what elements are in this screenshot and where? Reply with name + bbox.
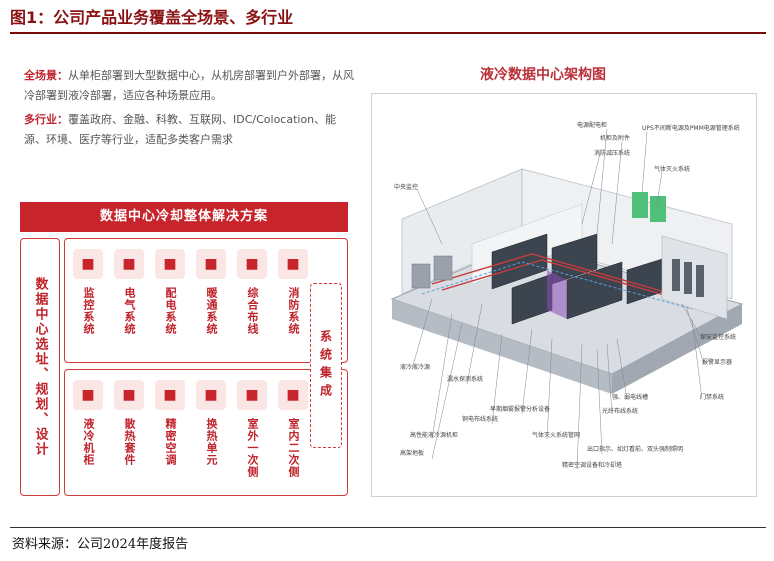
figure-header: 图1：公司产品业务覆盖全场景、多行业 bbox=[10, 6, 766, 34]
system-icon-tile: ■ bbox=[237, 249, 267, 279]
system-item: ■ 暖通系统 bbox=[196, 249, 226, 335]
system-item: ■ 散热套件 bbox=[114, 380, 144, 478]
system-icon-tile: ■ bbox=[237, 380, 267, 410]
side-title: 数据中心选址、规划、设计 bbox=[32, 277, 48, 457]
architecture-callout: 早期烟雾报警分析设备 bbox=[490, 406, 551, 413]
system-item: ■ 液冷机柜 bbox=[73, 380, 103, 478]
bottom-systems-panel: ■ 液冷机柜 ■ 散热套件 ■ 精密空调 ■ 换热单元 ■ 室外一次侧 ■ 室内二次侧 bbox=[64, 369, 348, 496]
architecture-callout: 高性能液冷源机柜 bbox=[410, 432, 459, 439]
system-item-label: 散热套件 bbox=[123, 418, 136, 466]
heat-exchange-icon: ■ bbox=[204, 387, 218, 403]
architecture-callout: UPS不间断电源及PMM电源管理系统 bbox=[642, 125, 740, 132]
system-item: ■ 室内二次侧 bbox=[278, 380, 308, 478]
distribution-icon: ■ bbox=[163, 256, 177, 272]
system-item-label: 综合布线 bbox=[246, 287, 259, 335]
scenario-label: 全场景： bbox=[24, 69, 68, 82]
architecture-callout: 精密空调设备和冷却塔 bbox=[562, 462, 623, 469]
system-item-label: 配电系统 bbox=[164, 287, 177, 335]
system-integration-box: 系统集成 bbox=[310, 283, 342, 448]
system-item-label: 监控系统 bbox=[82, 287, 95, 335]
system-item-label: 室内二次侧 bbox=[287, 418, 300, 478]
outdoor-unit-icon: ■ bbox=[245, 387, 259, 403]
architecture-callout: 气体灭火系统 bbox=[654, 166, 691, 173]
architecture-callout: 液冷液冷源 bbox=[400, 364, 431, 371]
industry-paragraph: 多行业：覆盖政府、金融、科教、互联网、IDC/Colocation、能源、环境、… bbox=[24, 110, 354, 150]
architecture-callout: 高架地板 bbox=[400, 450, 425, 457]
system-item: ■ 电气系统 bbox=[114, 249, 144, 335]
architecture-callout: 门禁系统 bbox=[700, 394, 725, 401]
system-item-label: 换热单元 bbox=[205, 418, 218, 466]
system-icon-tile: ■ bbox=[278, 249, 308, 279]
top-items-row: ■ 监控系统 ■ 电气系统 ■ 配电系统 ■ 暖通系统 ■ 综合布线 ■ 消防系统 bbox=[73, 249, 308, 335]
architecture-title: 液冷数据中心架构图 bbox=[480, 67, 606, 83]
industry-text: 覆盖政府、金融、科教、互联网、IDC/Colocation、能源、环境、医疗等行… bbox=[24, 113, 337, 146]
industry-label: 多行业： bbox=[24, 113, 68, 126]
system-item-label: 室外一次侧 bbox=[246, 418, 259, 478]
scenario-text: 从单柜部署到大型数据中心，从机房部署到户外部署，从风冷部署到液冷部署，适应各种场… bbox=[24, 69, 354, 102]
bottom-items-row: ■ 液冷机柜 ■ 散热套件 ■ 精密空调 ■ 换热单元 ■ 室外一次侧 ■ 室内二次侧 bbox=[73, 380, 308, 478]
fan-kit-icon: ■ bbox=[122, 387, 136, 403]
ac-icon: ■ bbox=[163, 387, 177, 403]
system-item: ■ 监控系统 bbox=[73, 249, 103, 335]
description-block: 全场景：从单柜部署到大型数据中心，从机房部署到户外部署，从风冷部署到液冷部署，适… bbox=[24, 66, 354, 154]
architecture-callout: 强、弱电线槽 bbox=[612, 394, 649, 401]
solution-banner: 数据中心冷却整体解决方案 bbox=[20, 202, 348, 232]
architecture-callout: 漏水探测系统 bbox=[447, 376, 484, 383]
system-item: ■ 配电系统 bbox=[155, 249, 185, 335]
system-item-label: 电气系统 bbox=[123, 287, 136, 335]
architecture-callout: 光纤布线系统 bbox=[602, 408, 639, 415]
system-item: ■ 换热单元 bbox=[196, 380, 226, 478]
system-icon-tile: ■ bbox=[155, 249, 185, 279]
architecture-callout: 报警显示器 bbox=[702, 359, 733, 366]
scenario-paragraph: 全场景：从单柜部署到大型数据中心，从机房部署到户外部署，从风冷部署到液冷部署，适… bbox=[24, 66, 354, 106]
system-item: ■ 消防系统 bbox=[278, 249, 308, 335]
architecture-callout: 电源配电柜 bbox=[577, 122, 608, 129]
electric-cabinet-icon: ■ bbox=[122, 256, 136, 272]
system-item-label: 暖通系统 bbox=[205, 287, 218, 335]
system-icon-tile: ■ bbox=[73, 249, 103, 279]
system-item-label: 精密空调 bbox=[164, 418, 177, 466]
top-systems-panel: ■ 监控系统 ■ 电气系统 ■ 配电系统 ■ 暖通系统 ■ 综合布线 ■ 消防系统 bbox=[64, 238, 348, 363]
architecture-callout: 铜电布线系统 bbox=[462, 416, 499, 423]
system-icon-tile: ■ bbox=[114, 249, 144, 279]
system-icon-tile: ■ bbox=[73, 380, 103, 410]
figure-title: 图1：公司产品业务覆盖全场景、多行业 bbox=[10, 8, 294, 27]
system-icon-tile: ■ bbox=[155, 380, 185, 410]
rack-icon: ■ bbox=[81, 387, 95, 403]
system-item-label: 消防系统 bbox=[287, 287, 300, 335]
system-item: ■ 室外一次侧 bbox=[237, 380, 267, 478]
indoor-unit-icon: ■ bbox=[286, 387, 300, 403]
system-item: ■ 综合布线 bbox=[237, 249, 267, 335]
hvac-icon: ■ bbox=[204, 256, 218, 272]
cabling-icon: ■ bbox=[245, 256, 259, 272]
architecture-callout: 中央监控 bbox=[394, 184, 419, 191]
datacenter-illustration bbox=[390, 128, 744, 470]
architecture-callout: 气体灭火系统管网 bbox=[532, 432, 581, 439]
architecture-callout: 出口指示、如灯看前、双头强制照明 bbox=[587, 446, 684, 453]
architecture-diagram: 电源配电柜机柜及附件 UPS不间断电源及PMM电源管理系统消防减压系统气体灭火系统… bbox=[371, 93, 757, 497]
camera-icon: ■ bbox=[81, 256, 95, 272]
system-icon-tile: ■ bbox=[196, 380, 226, 410]
architecture-callout: 机柜及附件 bbox=[600, 135, 631, 142]
architecture-callout: 保安监控系统 bbox=[700, 334, 737, 341]
system-integration-label: 系统集成 bbox=[318, 329, 333, 402]
system-icon-tile: ■ bbox=[278, 380, 308, 410]
system-icon-tile: ■ bbox=[196, 249, 226, 279]
system-icon-tile: ■ bbox=[114, 380, 144, 410]
architecture-callout: 消防减压系统 bbox=[594, 150, 631, 157]
fire-hydrant-icon: ■ bbox=[286, 256, 300, 272]
source-note: 资料来源：公司2024年度报告 bbox=[12, 537, 189, 552]
footer-divider bbox=[10, 527, 766, 528]
system-item-label: 液冷机柜 bbox=[82, 418, 95, 466]
side-title-box: 数据中心选址、规划、设计 bbox=[20, 238, 60, 496]
system-item: ■ 精密空调 bbox=[155, 380, 185, 478]
